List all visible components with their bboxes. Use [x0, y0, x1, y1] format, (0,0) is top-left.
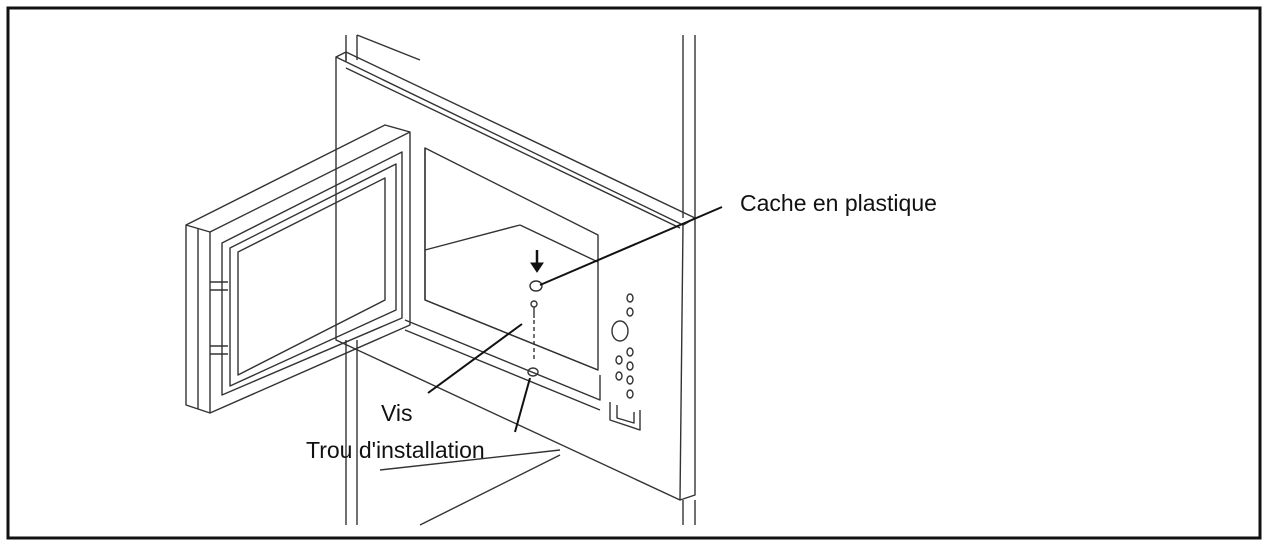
microwave-frame	[335, 51, 696, 501]
diagram-border	[6, 6, 1262, 540]
open-door	[185, 124, 411, 414]
leader-plastic-cover	[539, 206, 723, 286]
door-hinge-bottom	[210, 345, 228, 355]
down-arrow-icon	[530, 250, 544, 273]
door-hinge-top	[210, 281, 228, 291]
plastic-cover	[529, 280, 543, 292]
install-hole	[527, 367, 539, 377]
leader-install-hole	[514, 377, 531, 433]
control-panel-buttons	[609, 293, 641, 431]
label-screw: Vis	[381, 400, 413, 426]
oven-cavity	[404, 147, 601, 411]
label-plastic-cover: Cache en plastique	[740, 190, 937, 216]
cabinet-outline	[345, 34, 696, 526]
leader-screw	[427, 323, 523, 394]
screw	[530, 300, 538, 318]
label-install-hole: Trou d'installation	[306, 437, 485, 463]
